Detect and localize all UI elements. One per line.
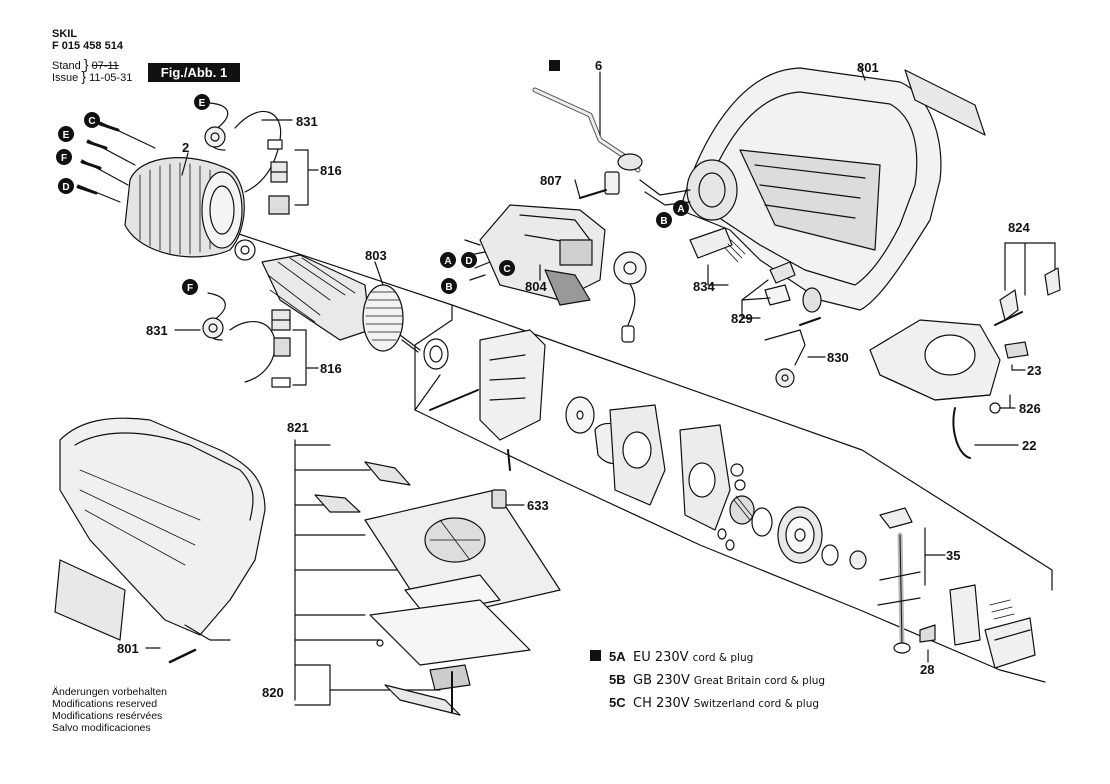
marker-d-switch: D bbox=[461, 252, 477, 268]
legend-voltage: CH 230V bbox=[633, 696, 690, 711]
legend-description: Great Britain cord & plug bbox=[693, 675, 826, 687]
part-label-801-housing: 801 bbox=[857, 60, 879, 75]
issue-value: 11-05-31 bbox=[89, 72, 133, 84]
marker-b-cord-letter: B bbox=[660, 216, 667, 227]
part-label-801-body: 801 bbox=[117, 641, 139, 656]
part-label-35: 35 bbox=[946, 548, 960, 563]
part-label-2: 2 bbox=[182, 140, 189, 155]
part-label-831-lower: 831 bbox=[146, 323, 168, 338]
part-label-816-lower: 816 bbox=[320, 361, 342, 376]
part-label-824: 824 bbox=[1008, 220, 1030, 235]
part-label-816-top: 816 bbox=[320, 163, 342, 178]
marker-f-left-letter: F bbox=[61, 153, 67, 164]
legend-code: 5B bbox=[609, 672, 626, 687]
part-label-6: 6 bbox=[595, 58, 602, 73]
marker-a-cord: A bbox=[673, 200, 689, 216]
part-label-829: 829 bbox=[731, 311, 753, 326]
marker-e-top-letter: E bbox=[199, 98, 206, 109]
document-part-number: F 015 458 514 bbox=[52, 40, 123, 52]
marker-f-lower: F bbox=[182, 279, 198, 295]
legend-description: Switzerland cord & plug bbox=[693, 698, 820, 710]
marker-b-switch: B bbox=[441, 278, 457, 294]
marker-d-switch-letter: D bbox=[465, 256, 472, 267]
part-label-820: 820 bbox=[262, 685, 284, 700]
part-label-830: 830 bbox=[827, 350, 849, 365]
part-label-826: 826 bbox=[1019, 401, 1041, 416]
marker-d-left: D bbox=[58, 178, 74, 194]
marker-a-cord-letter: A bbox=[677, 204, 684, 215]
issue-line: Issue } 11-05-31 bbox=[52, 68, 133, 84]
notice-de: Änderungen vorbehalten bbox=[52, 686, 168, 698]
marker-a-switch: A bbox=[440, 252, 456, 268]
legend-code: 5A bbox=[609, 649, 626, 664]
marker-b-switch-letter: B bbox=[445, 282, 452, 293]
notice-es: Salvo modificaciones bbox=[52, 722, 151, 734]
legend-code: 5C bbox=[609, 695, 626, 710]
marker-c-top: C bbox=[84, 112, 100, 128]
stand-label: Stand bbox=[52, 60, 81, 72]
issue-label: Issue bbox=[52, 72, 79, 84]
legend-voltage: GB 230V bbox=[633, 673, 690, 688]
marker-a-switch-letter: A bbox=[444, 256, 451, 267]
part-label-834: 834 bbox=[693, 279, 715, 294]
stand-line: Stand } 07-11 bbox=[52, 56, 119, 72]
legend-voltage: EU 230V bbox=[633, 650, 689, 665]
marker-c-switch-letter: C bbox=[503, 264, 510, 275]
stand-value: 07-11 bbox=[91, 60, 119, 72]
brand-name: SKIL bbox=[52, 28, 78, 40]
marker-e-left-letter: E bbox=[63, 130, 70, 141]
marker-c-top-letter: C bbox=[88, 116, 95, 127]
part-label-28: 28 bbox=[920, 662, 934, 677]
part-label-803: 803 bbox=[365, 248, 387, 263]
part-label-804: 804 bbox=[525, 279, 547, 294]
part-label-23: 23 bbox=[1027, 363, 1041, 378]
modification-notice: Änderungen vorbehalten Modifications res… bbox=[52, 686, 167, 734]
part-label-22: 22 bbox=[1022, 438, 1036, 453]
cord-plug-square-marker bbox=[549, 60, 560, 71]
marker-c-switch: C bbox=[499, 260, 515, 276]
notice-en: Modifications reserved bbox=[52, 698, 158, 710]
notice-fr: Modifications resérvées bbox=[52, 710, 163, 722]
marker-f-left: F bbox=[56, 149, 72, 165]
marker-e-top: E bbox=[194, 94, 210, 110]
marker-d-left-letter: D bbox=[62, 182, 69, 193]
part-label-633: 633 bbox=[527, 498, 549, 513]
marker-b-cord: B bbox=[656, 212, 672, 228]
part-label-831-top: 831 bbox=[296, 114, 318, 129]
legend-square-marker bbox=[590, 650, 601, 661]
part-label-821: 821 bbox=[287, 420, 309, 435]
marker-e-left: E bbox=[58, 126, 74, 142]
legend-description: cord & plug bbox=[692, 652, 754, 664]
figure-badge: Fig./Abb. 1 bbox=[148, 63, 240, 82]
marker-f-lower-letter: F bbox=[187, 283, 193, 294]
part-label-807: 807 bbox=[540, 173, 562, 188]
